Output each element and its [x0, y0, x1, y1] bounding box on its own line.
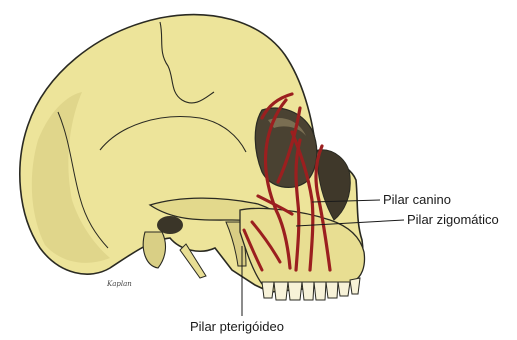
label-pilar-canino: Pilar canino: [383, 193, 451, 206]
artist-signature: Kaplan: [107, 280, 132, 288]
label-pilar-zigomatico: Pilar zigomático: [407, 213, 499, 226]
mastoid-process: [143, 232, 165, 268]
label-pilar-pterigoideo: Pilar pterigóideo: [190, 320, 284, 333]
ear-canal: [157, 216, 183, 234]
